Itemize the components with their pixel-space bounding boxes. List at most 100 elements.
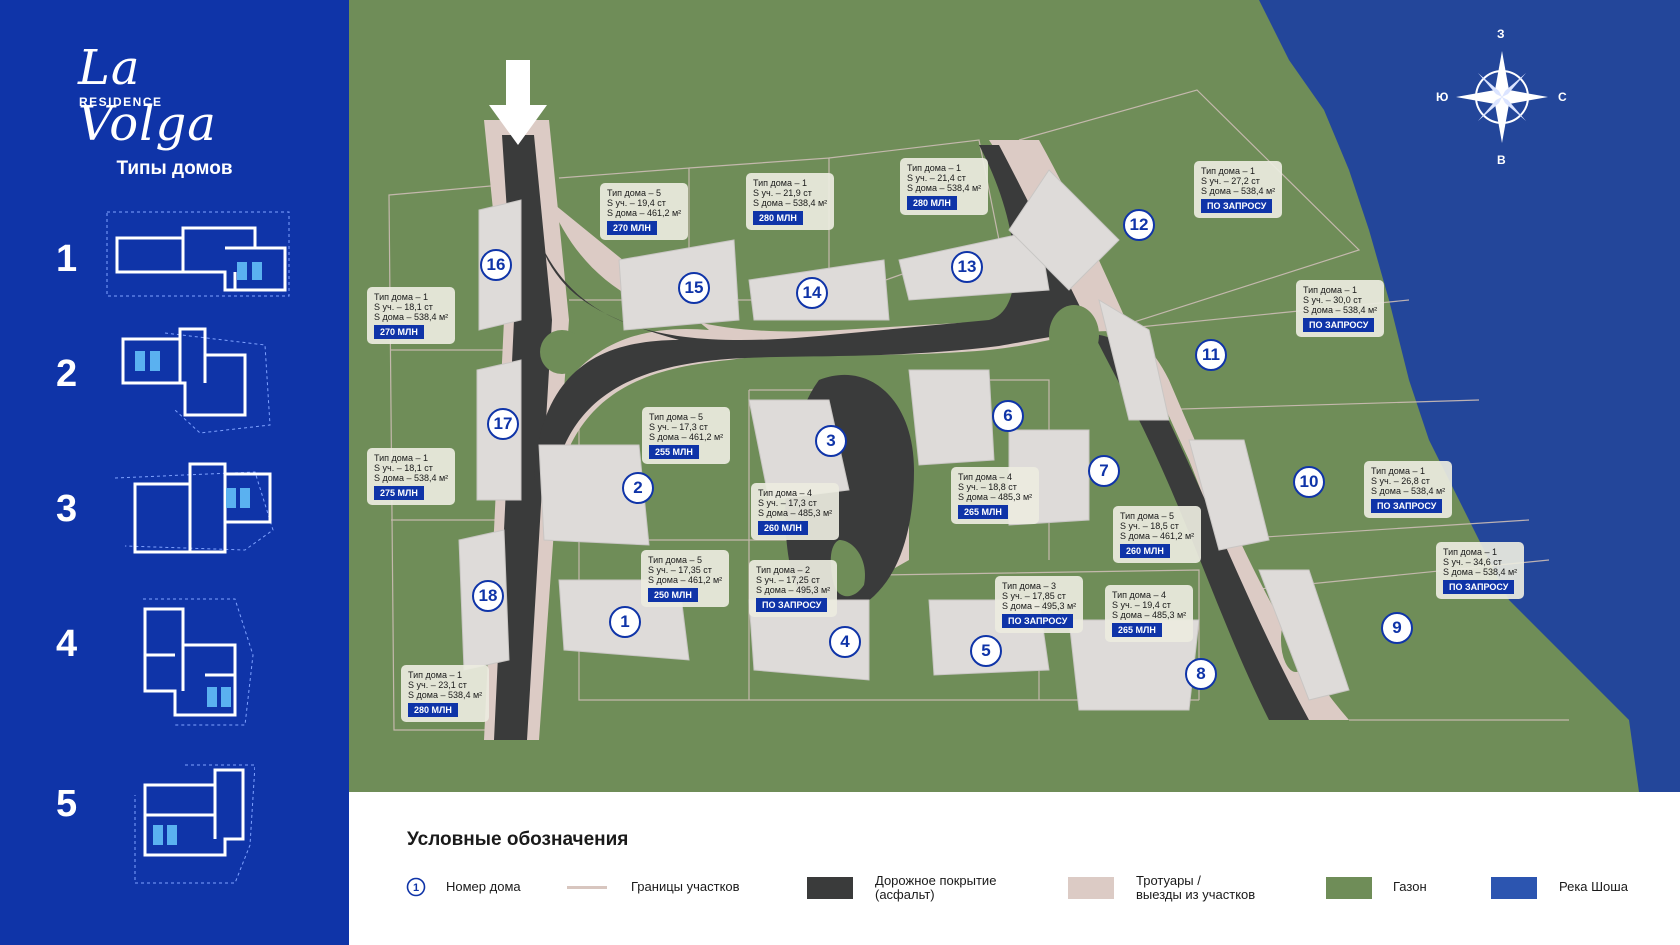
plot-price-badge: ПО ЗАПРОСУ (1371, 499, 1443, 513)
plot-house-type: Тип дома – 5 (1120, 511, 1174, 521)
plot-land-area: S уч. – 21,9 ст (753, 188, 812, 198)
house-types-title: Типы домов (116, 158, 233, 179)
house-type-1[interactable]: 1 (0, 210, 349, 330)
legend-plot-borders-label: Границы участков (631, 879, 740, 894)
plot-price-badge: 280 МЛН (753, 211, 803, 225)
plot-marker-7[interactable]: 7 (1088, 455, 1120, 487)
plot-house-type: Тип дома – 4 (958, 472, 1012, 482)
plot-house-type: Тип дома – 1 (1201, 166, 1255, 176)
plot-house-type: Тип дома – 4 (758, 488, 812, 498)
plot-number: 6 (1003, 406, 1013, 425)
plot-house-area: S дома – 538,4 м² (1303, 305, 1378, 315)
house-type-number: 5 (56, 783, 78, 825)
plot-land-area: S уч. – 17,35 ст (648, 565, 712, 575)
house-type-2[interactable]: 2 (0, 325, 349, 445)
plot-house-type: Тип дома – 1 (408, 670, 462, 680)
plot-marker-13[interactable]: 13 (951, 251, 983, 283)
plot-marker-16[interactable]: 16 (480, 249, 512, 281)
plot-marker-12[interactable]: 12 (1123, 209, 1155, 241)
plot-marker-15[interactable]: 15 (678, 272, 710, 304)
plot-marker-5[interactable]: 5 (970, 635, 1002, 667)
plot-marker-8[interactable]: 8 (1185, 658, 1217, 690)
plot-marker-2[interactable]: 2 (622, 472, 654, 504)
plot-number: 12 (1129, 215, 1149, 234)
plot-house-area: S дома – 538,4 м² (1371, 486, 1446, 496)
plot-marker-1[interactable]: 1 (609, 606, 641, 638)
entrance-arrow-icon (489, 60, 547, 145)
plot-number: 8 (1196, 664, 1206, 683)
plot-house-area: S дома – 538,4 м² (374, 473, 449, 483)
legend-title: Условные обозначения (407, 829, 629, 850)
house-type-number: 4 (56, 623, 78, 665)
plot-house-type: Тип дома – 1 (1303, 285, 1357, 295)
house-number-marker-icon: 1 (406, 877, 426, 897)
plot-house-type: Тип дома – 1 (374, 292, 428, 302)
legend-river-label: Река Шоша (1559, 879, 1628, 894)
house-type-5[interactable]: 5 (0, 755, 349, 884)
house-type-3[interactable]: 3 (0, 460, 349, 580)
plot-house-type: Тип дома – 5 (607, 188, 661, 198)
plot-marker-3[interactable]: 3 (815, 425, 847, 457)
floor-plan-icon (134, 764, 255, 884)
plot-house-area: S дома – 495,3 м² (1002, 601, 1077, 611)
house-type-4[interactable]: 4 (0, 595, 349, 726)
plot-price-badge: ПО ЗАПРОСУ (756, 598, 828, 612)
plot-marker-14[interactable]: 14 (796, 277, 828, 309)
plot-house-area: S дома – 461,2 м² (607, 208, 682, 218)
plot-price-badge: 255 МЛН (649, 445, 699, 459)
plot-house-type: Тип дома – 4 (1112, 590, 1166, 600)
plot-house-area: S дома – 538,4 м² (408, 690, 483, 700)
plot-house-type: Тип дома – 5 (648, 555, 702, 565)
plot-house-type: Тип дома – 1 (907, 163, 961, 173)
plot-number: 5 (981, 641, 991, 660)
floor-plan-icon (121, 327, 271, 434)
plot-house-area: S дома – 495,3 м² (756, 585, 831, 595)
logo-subtitle: RESIDENCE (79, 95, 163, 109)
plot-price-badge: 270 МЛН (607, 221, 657, 235)
plot-land-area: S уч. – 18,8 ст (958, 482, 1017, 492)
plot-marker-10[interactable]: 10 (1293, 466, 1325, 498)
plot-house-area: S дома – 461,2 м² (1120, 531, 1195, 541)
legend-lawn-label: Газон (1393, 879, 1427, 894)
plot-house-area: S дома – 485,3 м² (1112, 610, 1187, 620)
plot-price-badge: 265 МЛН (958, 505, 1008, 519)
plot-price-badge: ПО ЗАПРОСУ (1303, 318, 1375, 332)
plot-price-badge: ПО ЗАПРОСУ (1002, 614, 1074, 628)
plot-marker-18[interactable]: 18 (472, 580, 504, 612)
roundabout-lawn (540, 330, 584, 374)
plot-house-type: Тип дома – 5 (649, 412, 703, 422)
compass-east-label: С (1558, 90, 1567, 104)
plot-borders (388, 89, 1569, 731)
compass-south-label: В (1497, 153, 1506, 167)
plot-marker-11[interactable]: 11 (1195, 339, 1227, 371)
plot-marker-9[interactable]: 9 (1381, 612, 1413, 644)
plot-price-badge: 260 МЛН (758, 521, 808, 535)
plot-house-area: S дома – 461,2 м² (649, 432, 724, 442)
plot-number: 1 (620, 612, 630, 631)
plot-number: 9 (1392, 618, 1402, 637)
plot-marker-17[interactable]: 17 (487, 408, 519, 440)
plot-land-area: S уч. – 23,1 ст (408, 680, 467, 690)
plot-marker-4[interactable]: 4 (829, 626, 861, 658)
plot-marker-6[interactable]: 6 (992, 400, 1024, 432)
plot-house-area: S дома – 538,4 м² (907, 183, 982, 193)
